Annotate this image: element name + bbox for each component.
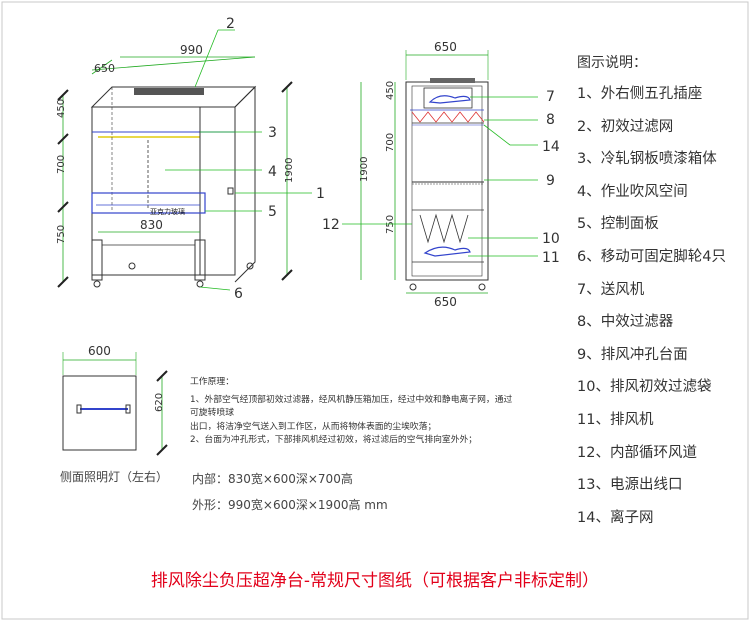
callout-5: 5 [268,204,277,220]
front-side-face [234,85,256,283]
legend-item: 14、离子网 [577,509,654,526]
lamp-width-dim: 600 [88,344,111,358]
legend-item: 13、电源出线口 [577,477,683,494]
inner-dimensions: 内部：830宽×600深×700高 [192,472,353,486]
front-face [91,106,236,276]
legend-title: 图示说明： [577,55,647,71]
callout-14: 14 [542,139,560,155]
legend-item: 10、排风初效过滤袋 [577,379,712,396]
callout-1: 1 [316,186,325,202]
callout-7: 7 [546,89,555,105]
front-view: 亚克力玻璃 990 650 830 450 700 750 1900 [56,16,325,302]
working-principle-line-1: 1、外部空气经顶部初效过滤器，经风机静压箱加压，经过中效和静电离子网，通过可旋转… [190,394,513,419]
callout-8: 8 [546,112,555,128]
work-surface [91,192,206,214]
legend-item: 11、排风机 [577,411,654,428]
callout-4: 4 [268,164,277,180]
legend-item: 6、移动可固定脚轮4只 [577,248,726,265]
outer-dimensions: 外形：990宽×600深×1900高 mm [192,498,388,512]
panel-label: 亚克力玻璃 [150,207,185,216]
callout-9: 9 [546,173,555,189]
side-view: 650 650 450 700 750 1900 7 8 14 9 12 10 … [322,40,560,309]
lamp-box [62,375,137,451]
front-height-dim-3: 750 [56,225,67,244]
lamp-view: 600 620 [62,344,168,456]
legend-item: 3、冷轧钢板喷漆箱体 [577,151,717,168]
callout-11: 11 [542,250,560,266]
callout-10: 10 [542,231,560,247]
legend-item: 4、作业吹风空间 [577,183,688,200]
side-height-dim-1: 450 [385,81,396,100]
callout-2: 2 [226,16,235,32]
legend-item: 2、初效过滤网 [577,118,674,135]
lamp-caption: 侧面照明灯（左右） [60,470,169,484]
side-height-dim-3: 750 [385,215,396,234]
front-width-dim: 990 [180,43,203,57]
side-top-width-dim: 650 [434,40,457,54]
legend-item: 1、外右侧五孔插座 [577,86,703,102]
side-grille [430,78,475,83]
side-bottom-width-dim: 650 [434,295,457,309]
working-principle-line-3: 2、台面为冲孔形式，下部排风机经过初效，将过滤后的空气排向室外外； [190,435,478,445]
legend-item: 12、内部循环风道 [577,444,697,461]
legend-item: 7、送风机 [577,281,645,298]
front-height-dim-2: 700 [56,155,67,174]
legend: 图示说明： 1、外右侧五孔插座 2、初效过滤网 3、冷轧钢板喷漆箱体 4、作业吹… [577,52,747,534]
working-principle-line-2: 出口，将洁净空气送入到工作区，从而将物体表面的尘埃吹落； [190,421,437,432]
front-depth-dim: 650 [94,62,115,75]
callout-6: 6 [234,286,243,302]
callout-3: 3 [268,125,277,141]
dimension-summary: 内部：830宽×600深×700高 外形：990宽×600深×1900高 mm [192,466,388,518]
lamp-height-dim: 620 [154,393,165,412]
working-principle-heading: 工作原理： [190,377,234,387]
callout-12: 12 [322,217,340,233]
front-height-dim-1: 450 [56,99,67,118]
page-caption: 排风除尘负压超净台-常规尺寸图纸（可根据客户非标定制） [150,571,600,591]
legend-item: 5、控制面板 [577,216,659,233]
working-principle: 工作原理： 1、外部空气经顶部初效过滤器，经风机静压箱加压，经过中效和静电离子网… [190,376,520,448]
side-body [405,81,489,281]
legend-item: 8、中效过滤器 [577,314,674,331]
side-height-dim-2: 700 [385,133,396,152]
front-inner-width-dim: 830 [140,218,163,232]
front-total-height-dim: 1900 [284,158,295,183]
top-grille [134,88,204,95]
legend-item: 9、排风冲孔台面 [577,346,688,363]
side-total-height-dim: 1900 [359,157,370,182]
